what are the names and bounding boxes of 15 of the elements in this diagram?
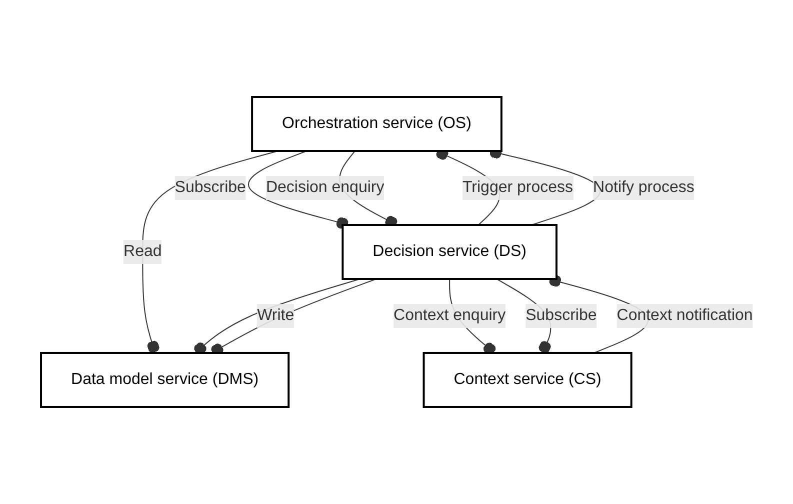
edge-label: Decision enquiry bbox=[266, 178, 384, 196]
edge-label: Notify process bbox=[592, 178, 694, 196]
edge-label: Context enquiry bbox=[393, 306, 506, 324]
node-box: Orchestration service (OS) bbox=[250, 96, 502, 152]
node-box: Decision service (DS) bbox=[341, 224, 558, 280]
edge-label: Trigger process bbox=[462, 178, 573, 196]
connector bbox=[142, 150, 278, 354]
connector bbox=[248, 150, 349, 230]
node-box: Context service (CS) bbox=[422, 352, 632, 408]
edge-label: Subscribe bbox=[525, 306, 596, 324]
edge-label: Write bbox=[256, 306, 294, 324]
edge-label: Subscribe bbox=[174, 178, 246, 196]
edge-label: Read bbox=[123, 242, 162, 260]
node-box: Data model service (DMS) bbox=[40, 352, 290, 408]
edge-label: Context notification bbox=[616, 306, 752, 324]
